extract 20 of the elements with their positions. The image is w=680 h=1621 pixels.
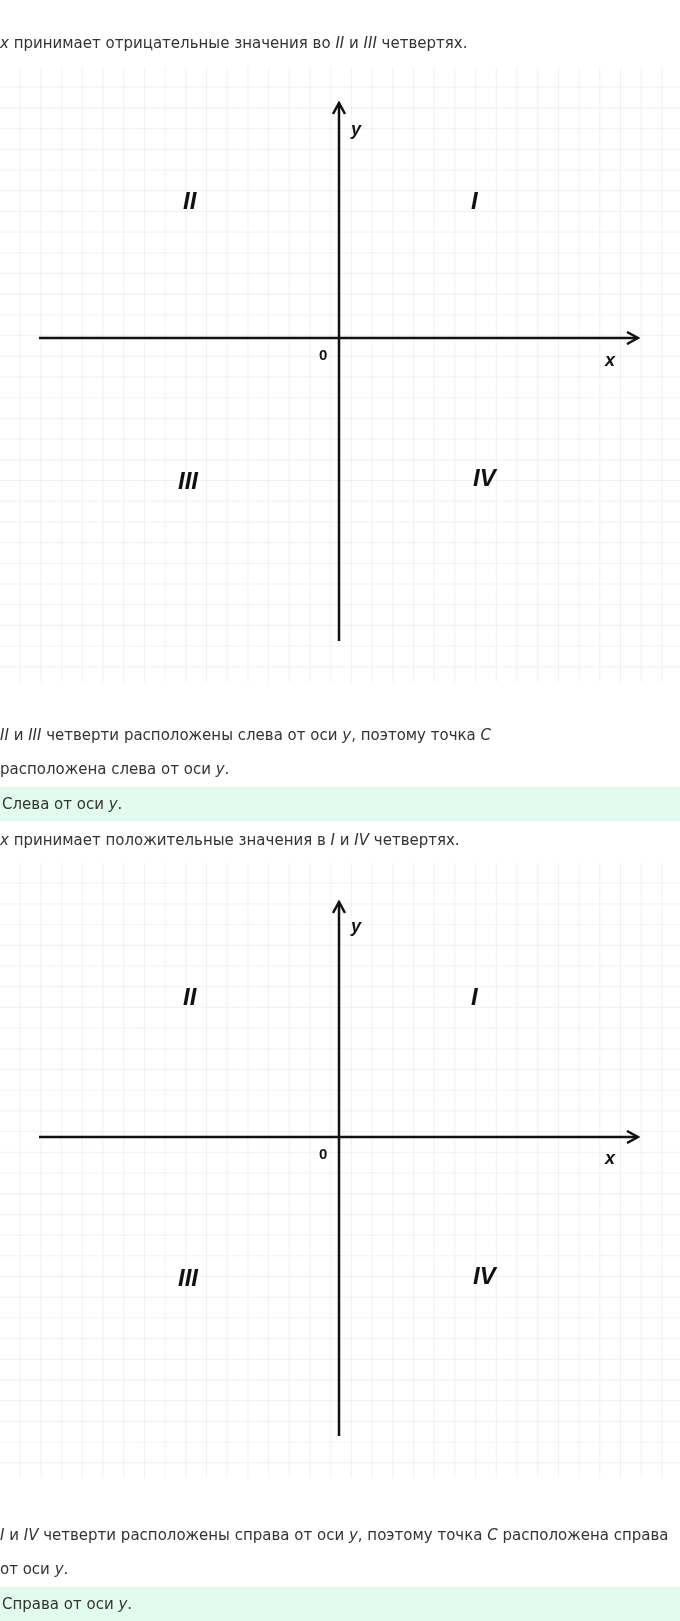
answer-text: Слева от оси y. bbox=[1, 795, 123, 813]
axis-label: x bbox=[605, 350, 615, 370]
quadrant-label: III bbox=[178, 468, 198, 494]
axis-label: y bbox=[351, 119, 361, 139]
axis-label: y bbox=[351, 916, 361, 936]
origin-label: 0 bbox=[319, 1145, 328, 1162]
sentence: x принимает отрицательные значения во II и III четвертях. bbox=[0, 33, 469, 54]
sentence: x принимает положительные значения в I и IV четвертях. bbox=[0, 830, 461, 851]
quadrant-label: IV bbox=[473, 1263, 496, 1289]
answer-text: Справа от оси y. bbox=[1, 1595, 133, 1613]
quadrant-label: I bbox=[471, 188, 478, 214]
origin-label: 0 bbox=[319, 346, 328, 363]
quadrant-label: II bbox=[183, 984, 197, 1010]
quadrant-label: III bbox=[178, 1265, 198, 1291]
quadrant-label: IV bbox=[473, 465, 496, 491]
paragraph: I и IV четверти расположены справа от оси y, поэтому точка C расположена справа от оси y. bbox=[0, 1525, 670, 1580]
quadrant-label: II bbox=[183, 188, 197, 214]
axis-label: x bbox=[605, 1148, 615, 1168]
quadrant-label: I bbox=[471, 984, 478, 1010]
paragraph: II и III четверти расположены слева от оси y, поэтому точка C расположена слева от оси y. bbox=[0, 725, 493, 780]
